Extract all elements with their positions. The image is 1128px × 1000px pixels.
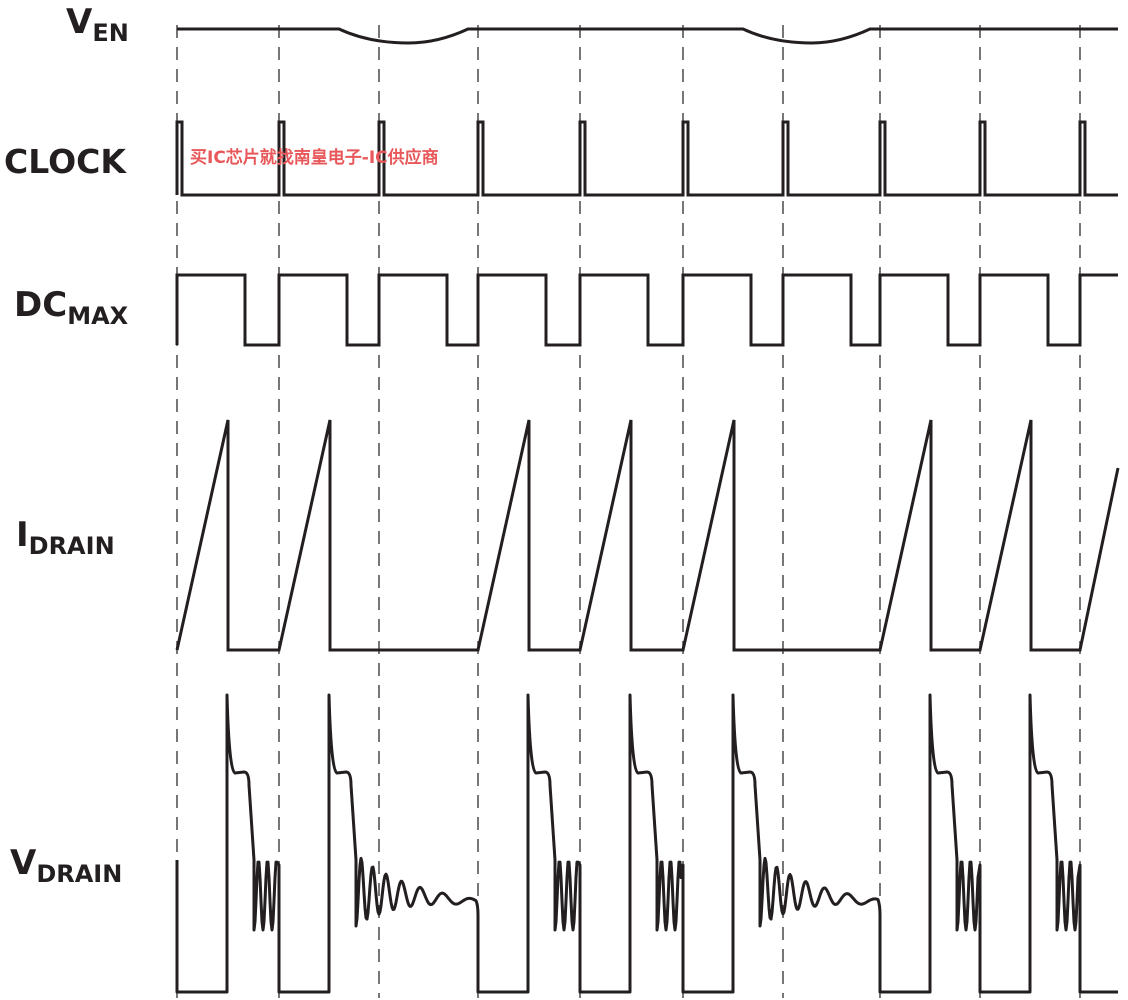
ven-trace — [177, 27, 1118, 45]
watermark: 买IC芯片就找南皇电子-IC供应商 — [190, 148, 439, 168]
clock-trace — [175, 120, 1118, 197]
dcmax-trace — [175, 273, 1118, 347]
label-ven: VEN — [66, 2, 129, 47]
label-dcmax: DCMAX — [14, 285, 129, 330]
vdrain-trace — [175, 693, 1118, 994]
label-vdrain: VDRAIN — [10, 843, 123, 888]
idrain-trace — [175, 419, 1120, 652]
label-clock: CLOCK — [4, 142, 126, 181]
label-idrain: IDRAIN — [16, 515, 115, 560]
